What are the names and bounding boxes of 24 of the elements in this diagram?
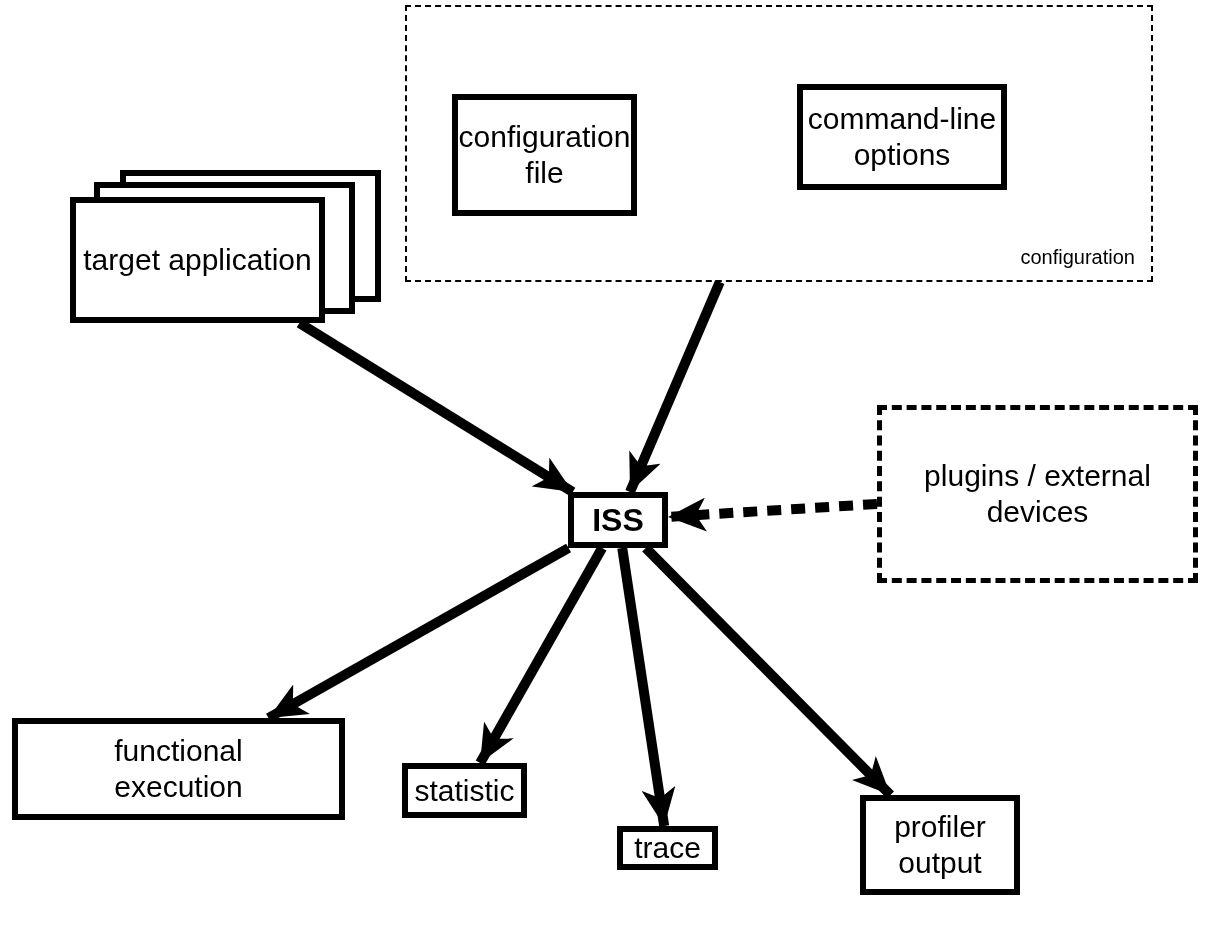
stacked-box <box>70 197 325 323</box>
node-label: plugins / external devices <box>923 458 1152 530</box>
process-box <box>860 795 1020 895</box>
dashed-box <box>877 405 1198 583</box>
node-label: target application <box>82 242 313 278</box>
node-label: statistic <box>413 772 516 809</box>
arrow <box>475 545 607 766</box>
process-box <box>617 826 718 870</box>
arrow <box>625 280 725 494</box>
process-box <box>797 84 1007 190</box>
group-label: configuration <box>1020 245 1135 270</box>
process-box <box>12 718 345 820</box>
node-label: functional execution <box>113 733 244 805</box>
arrow <box>617 547 676 827</box>
process-box <box>452 94 637 216</box>
node-label: profiler output <box>893 809 987 881</box>
node-label: configuration file <box>457 119 632 191</box>
process-box <box>568 492 668 548</box>
node-label: trace <box>633 830 702 866</box>
dashed-group-box <box>405 5 1153 282</box>
process-box <box>402 763 527 818</box>
dashed-arrow <box>667 497 878 532</box>
node-label: command-line options <box>806 101 998 173</box>
node-label: ISS <box>591 500 645 540</box>
